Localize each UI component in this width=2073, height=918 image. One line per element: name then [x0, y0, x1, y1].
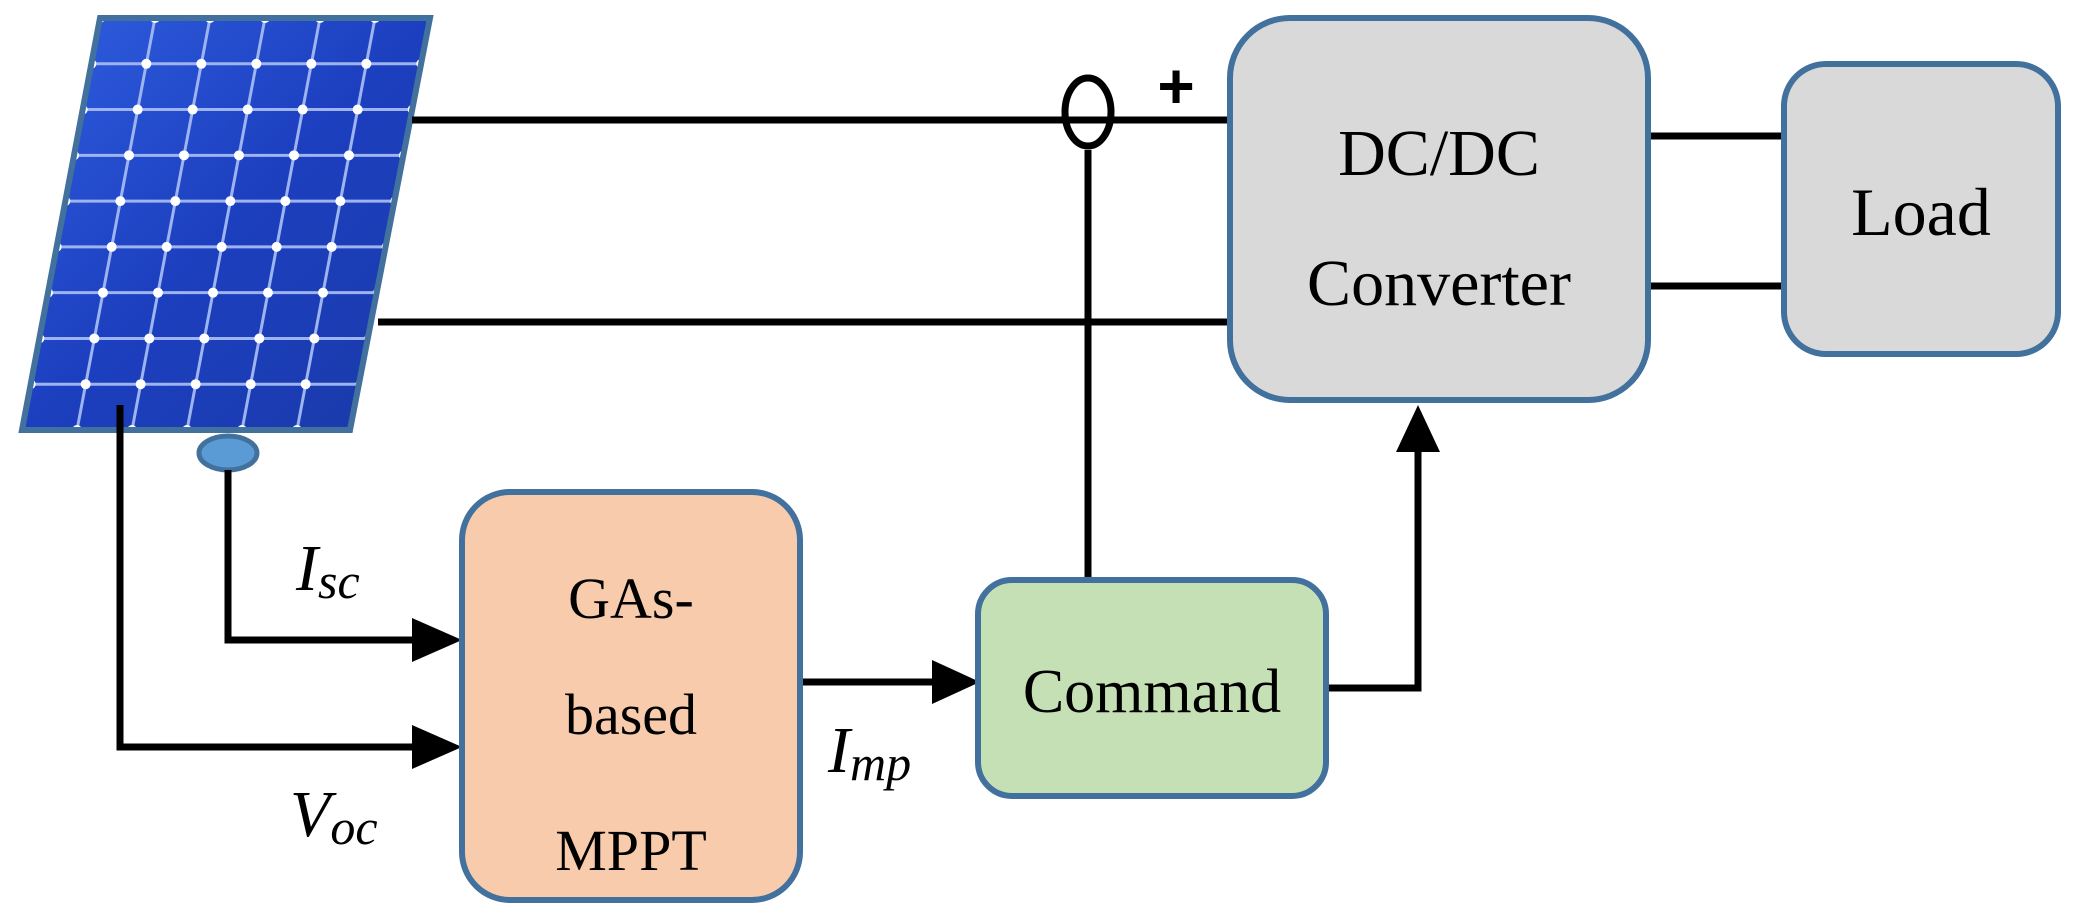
- panel-contact-dot: [309, 333, 320, 344]
- command-block: Command: [975, 577, 1329, 799]
- panel-cell-gridline: [130, 18, 212, 430]
- panel-contact-dot: [344, 150, 354, 161]
- isc-arrow-icon: [412, 618, 462, 662]
- panel-contact-dot: [352, 104, 363, 115]
- panel-contact-dot: [196, 58, 207, 69]
- panel-contact-dot: [245, 379, 256, 390]
- voc-label: Voc: [290, 778, 378, 855]
- bus-current-sensor-icon: [1061, 74, 1115, 150]
- panel-contact-dot: [251, 58, 262, 69]
- panel-contact-dot: [297, 104, 308, 115]
- load-block: Load: [1781, 61, 2061, 357]
- panel-contact-dot: [132, 104, 143, 115]
- panel-contact-dot: [144, 333, 155, 344]
- converter-label-line2: Converter: [1307, 247, 1571, 320]
- panel-contact-dot: [115, 196, 126, 207]
- panel-contact-dot: [271, 241, 282, 252]
- panel-current-sensor-icon: [196, 433, 260, 473]
- dc-dc-converter-box: [1227, 15, 1651, 403]
- panel-contact-dot: [280, 196, 291, 207]
- panel-cell-gridline: [240, 18, 322, 430]
- imp-label: Imp: [827, 714, 911, 791]
- panel-contact-dot: [254, 333, 265, 344]
- panel-contact-dot: [161, 241, 172, 252]
- panel-contact-dot: [170, 196, 181, 207]
- imp-arrow-icon: [932, 660, 980, 704]
- panel-contact-dot: [124, 150, 134, 161]
- gas-based-mppt-block: GAs- based MPPT: [459, 489, 803, 903]
- load-label: Load: [1851, 174, 1991, 250]
- solar-panel: [18, 15, 434, 433]
- panel-contact-dot: [199, 333, 210, 344]
- dc-dc-converter-block: DC/DC Converter: [1227, 15, 1651, 403]
- panel-contact-dot: [187, 104, 198, 115]
- panel-contact-dot: [361, 58, 372, 69]
- isc-sub: sc: [318, 553, 360, 609]
- isc-signal-wire: [224, 470, 412, 644]
- panel-contact-dot: [300, 379, 311, 390]
- mppt-label-line3: MPPT: [555, 818, 707, 883]
- panel-contact-dot: [190, 379, 201, 390]
- panel-contact-dot: [216, 241, 227, 252]
- panel-cell-gridline: [75, 18, 157, 430]
- panel-contact-dot: [89, 333, 100, 344]
- panel-contact-dot: [335, 196, 346, 207]
- voc-main: V: [290, 778, 337, 851]
- mppt-label-line1: GAs-: [568, 566, 694, 631]
- isc-label: Isc: [295, 532, 360, 609]
- panel-cell-gridline: [295, 18, 377, 430]
- voc-signal-wire: [116, 405, 412, 751]
- panel-contact-dot: [106, 241, 117, 252]
- panel-contact-dot: [135, 379, 146, 390]
- panel-contact-dot: [141, 58, 152, 69]
- load-box: [1781, 61, 2061, 357]
- panel-contact-dot: [242, 104, 253, 115]
- panel-cell-gridline: [185, 18, 267, 430]
- panel-contact-dot: [326, 241, 337, 252]
- positive-polarity-label: +: [1157, 50, 1194, 122]
- panel-contact-dot: [179, 150, 189, 161]
- panel-contact-dot: [225, 196, 236, 207]
- mppt-box: [459, 489, 803, 903]
- panel-contact-dot: [234, 150, 244, 161]
- panel-contact-dot: [98, 287, 108, 298]
- panel-contact-dot: [306, 58, 317, 69]
- voc-arrow-icon: [412, 725, 462, 769]
- panel-contact-dot: [318, 287, 328, 298]
- panel-contact-dot: [263, 287, 273, 298]
- panel-contact-dot: [80, 379, 91, 390]
- converter-label-line1: DC/DC: [1338, 117, 1540, 190]
- converter-control-arrow-icon: [1396, 405, 1440, 452]
- mppt-label-line2: based: [565, 682, 697, 747]
- command-box: [975, 577, 1329, 799]
- isc-main: I: [295, 532, 321, 605]
- command-label: Command: [1023, 658, 1281, 726]
- solar-panel-frame: [18, 15, 434, 433]
- imp-sub: mp: [850, 735, 911, 791]
- panel-contact-dot: [153, 287, 163, 298]
- voc-sub: oc: [330, 799, 377, 855]
- command-to-converter-wire: [1326, 445, 1422, 692]
- panel-contact-dot: [208, 287, 218, 298]
- imp-main: I: [827, 714, 853, 787]
- panel-contact-dot: [289, 150, 299, 161]
